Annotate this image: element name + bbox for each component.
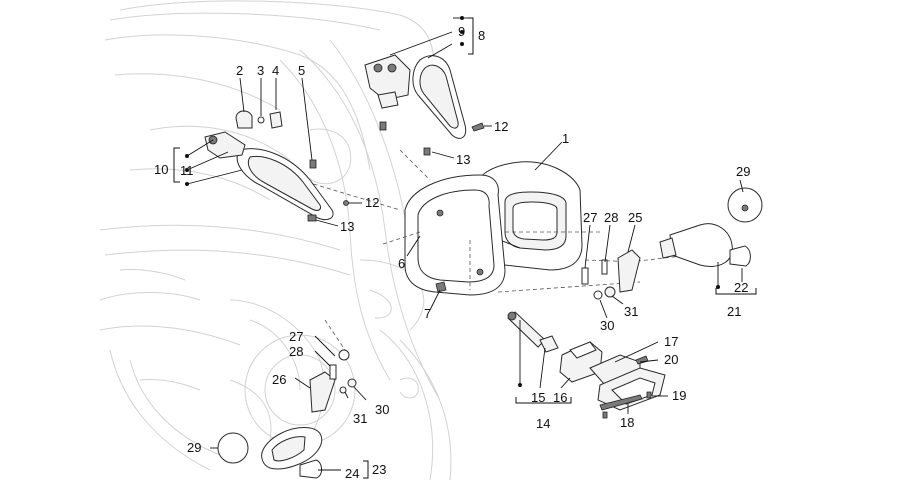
leader-lines xyxy=(185,16,744,471)
front-left-indicator xyxy=(217,427,323,479)
callout-12-upper: 12 xyxy=(494,119,508,134)
callout-1: 1 xyxy=(562,131,569,146)
callout-22: 22 xyxy=(734,280,748,295)
indicator-bracket-right xyxy=(581,249,641,300)
indicator-bracket-left xyxy=(309,349,357,413)
callout-labels: 1 2 3 4 5 6 7 8 9 10 11 12 12 13 13 14 1… xyxy=(154,24,750,481)
callout-16: 16 xyxy=(553,390,567,405)
callout-10: 10 xyxy=(154,162,168,177)
callout-24: 24 xyxy=(345,466,359,481)
callout-30-left: 30 xyxy=(375,402,389,417)
callout-13-upper: 13 xyxy=(456,152,470,167)
license-plate-light-assembly xyxy=(507,311,666,419)
callout-11: 11 xyxy=(180,163,194,178)
callout-17: 17 xyxy=(664,334,678,349)
callout-25: 25 xyxy=(628,210,642,225)
callout-19: 19 xyxy=(672,388,686,403)
callout-8: 8 xyxy=(478,28,485,43)
callout-27-left: 27 xyxy=(289,329,303,344)
callout-28-right: 28 xyxy=(604,210,618,225)
callout-30-right: 30 xyxy=(600,318,614,333)
callout-brackets xyxy=(173,17,757,479)
callout-27-right: 27 xyxy=(583,210,597,225)
callout-7: 7 xyxy=(424,306,431,321)
callout-31-right: 31 xyxy=(624,304,638,319)
callout-23: 23 xyxy=(372,462,386,477)
rear-light-frame-part xyxy=(404,174,506,296)
assembly-guide-lines xyxy=(299,149,691,351)
callout-20: 20 xyxy=(664,352,678,367)
rear-turn-indicator-left xyxy=(204,131,349,222)
callout-3: 3 xyxy=(257,63,264,78)
callout-12-lower: 12 xyxy=(365,195,379,210)
callout-2: 2 xyxy=(236,63,243,78)
callout-29-left: 29 xyxy=(187,440,201,455)
callout-14: 14 xyxy=(536,416,550,431)
callout-18: 18 xyxy=(620,415,634,430)
callout-6: 6 xyxy=(398,256,405,271)
rear-turn-indicator-right xyxy=(659,187,763,267)
callout-4: 4 xyxy=(272,63,279,78)
callout-21: 21 xyxy=(727,304,741,319)
callout-5: 5 xyxy=(298,63,305,78)
callout-13-lower: 13 xyxy=(340,219,354,234)
callout-28-left: 28 xyxy=(289,344,303,359)
callout-15: 15 xyxy=(531,390,545,405)
callout-26: 26 xyxy=(272,372,286,387)
front-turn-indicator-assembly xyxy=(364,54,485,156)
bulb-socket-parts xyxy=(235,110,283,129)
screw-7 xyxy=(435,281,447,293)
callout-9: 9 xyxy=(458,24,465,39)
callout-31-left: 31 xyxy=(353,411,367,426)
callout-29-right: 29 xyxy=(736,164,750,179)
